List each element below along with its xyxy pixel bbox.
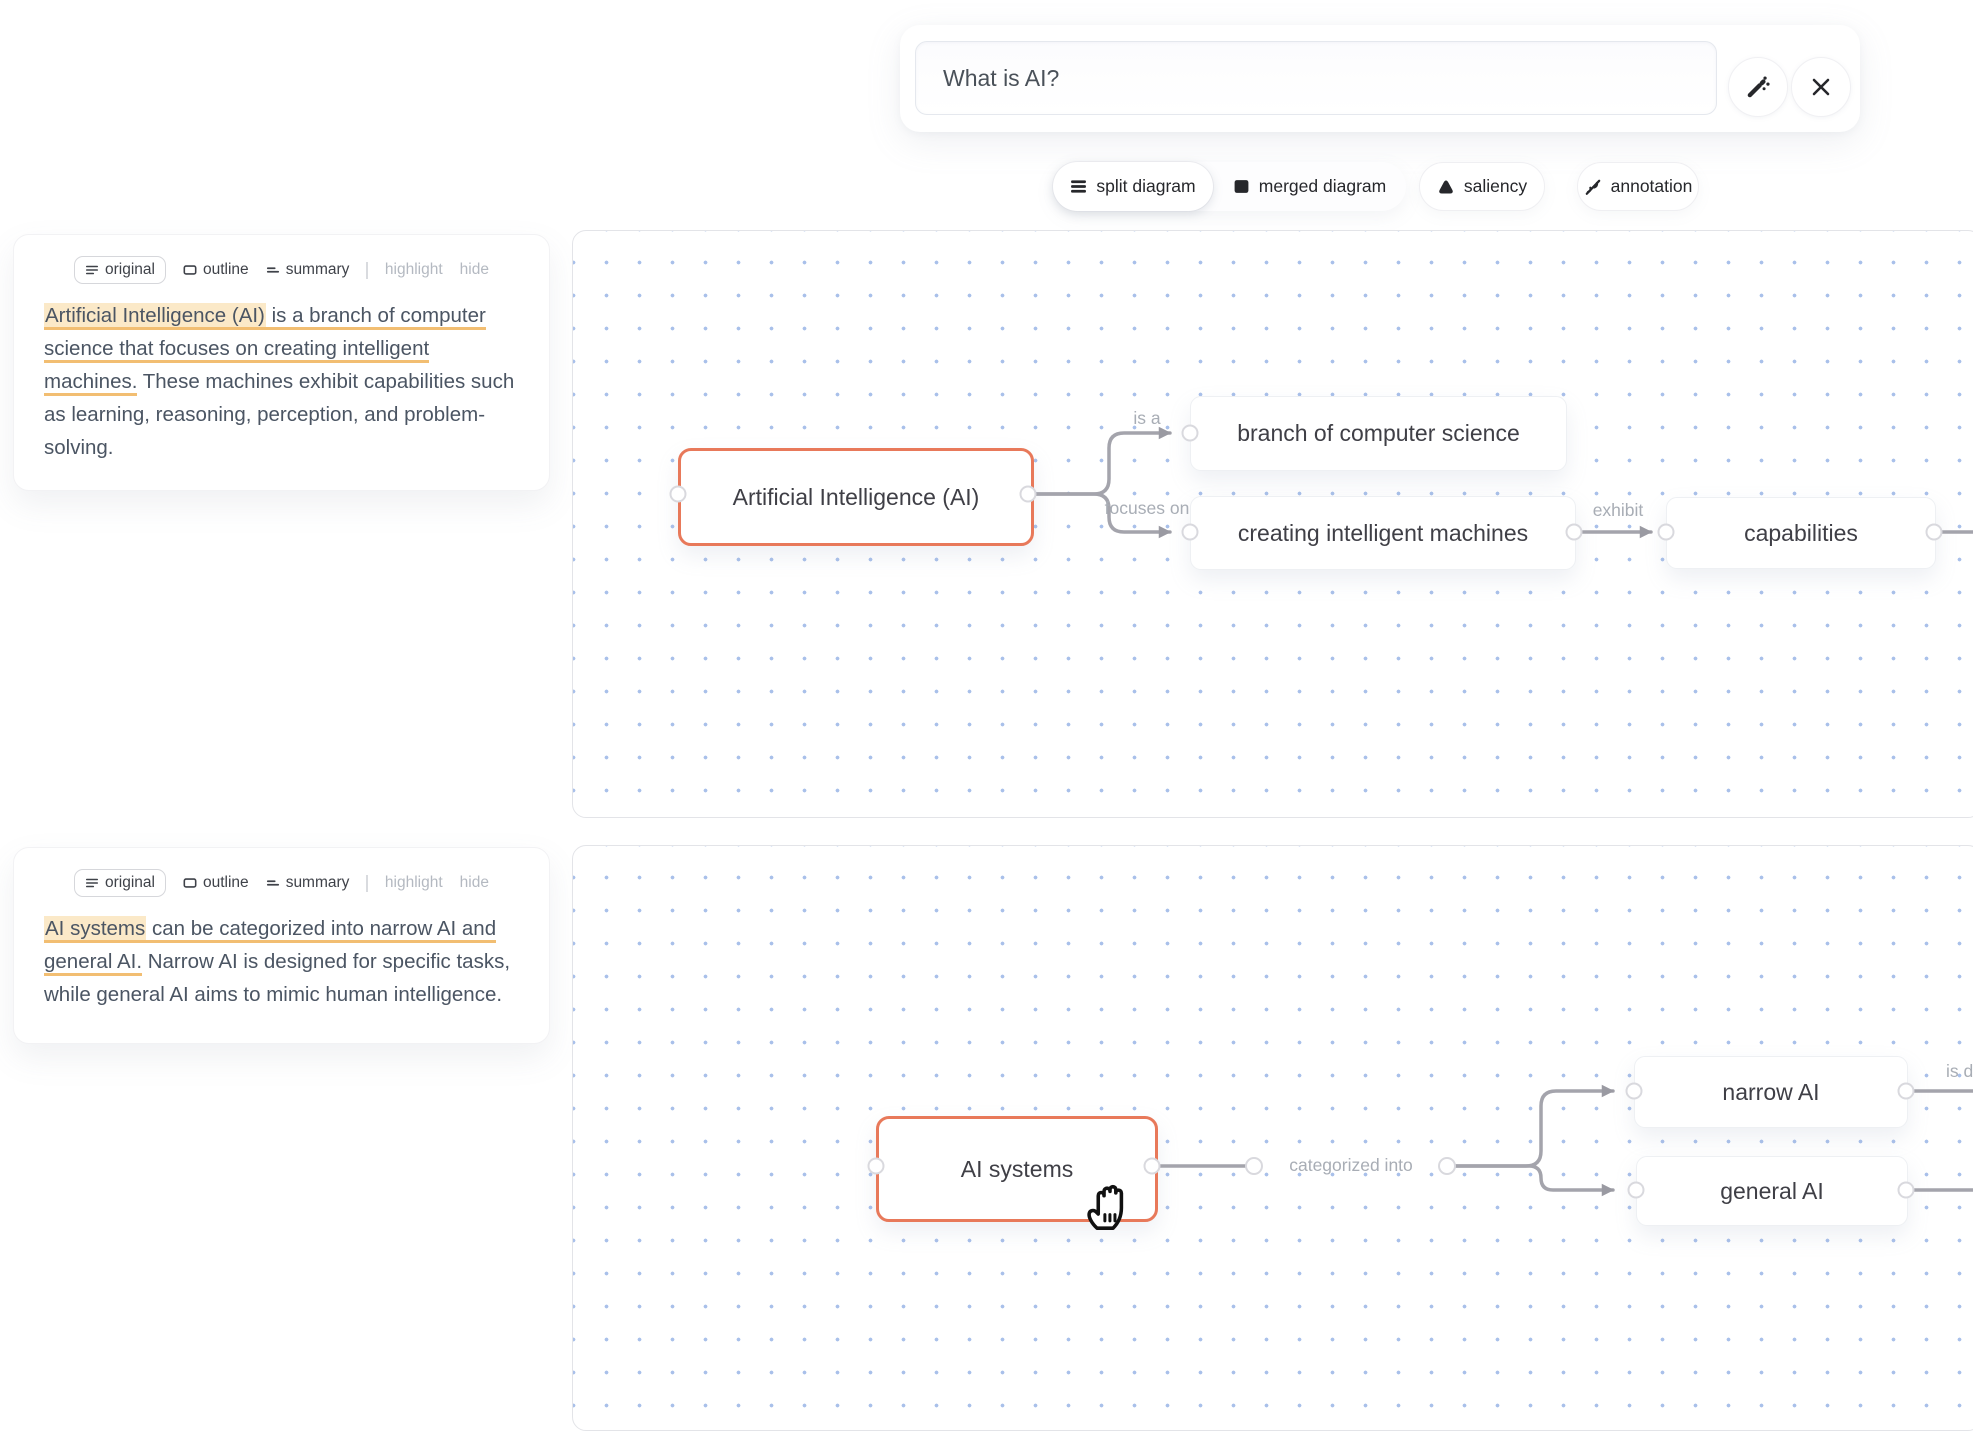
diagram-canvas-1[interactable]: Artificial Intelligence (AI) branch of c…: [572, 230, 1973, 818]
query-card: [900, 25, 1860, 132]
split-diagram-button[interactable]: split diagram: [1053, 162, 1213, 211]
tab-divider: [366, 874, 368, 892]
node-creating-intelligent-machines[interactable]: creating intelligent machines: [1190, 496, 1576, 570]
tab-summary-label: summary: [285, 261, 350, 278]
underlined-phrase[interactable]: is a branch of computer science that foc…: [44, 304, 486, 396]
node-label: AI systems: [960, 1155, 1074, 1182]
edge-label-focuses-on[interactable]: focuses on: [1104, 498, 1190, 518]
tab-highlight-label: highlight: [384, 261, 443, 278]
edges-layer: [867, 1082, 1973, 1199]
diagram-canvas-2[interactable]: AI systems narrow AI general AI: [572, 845, 1973, 1431]
rows-icon: [1071, 180, 1087, 193]
filled-triangle-icon: [1439, 179, 1453, 194]
node-label: general AI: [1720, 1177, 1824, 1204]
close-button[interactable]: [1791, 57, 1851, 117]
highlighted-phrase[interactable]: AI systems: [44, 916, 147, 943]
tab-highlight-label: highlight: [384, 874, 443, 891]
tab-hide-label: hide: [459, 874, 489, 891]
query-input[interactable]: [915, 41, 1717, 115]
grab-hand-cursor: [1078, 1168, 1134, 1243]
tab-summary-label: summary: [285, 874, 350, 891]
highlighted-phrase[interactable]: Artificial Intelligence (AI): [44, 303, 266, 330]
edge-label-is-a[interactable]: is a: [1133, 408, 1161, 428]
node-narrow-ai[interactable]: narrow AI: [1634, 1056, 1908, 1128]
align-left-icon: [85, 265, 99, 275]
tab-hide-label: hide: [459, 261, 489, 278]
tab-original[interactable]: original: [74, 256, 166, 284]
source-paragraph: AI systems can be categorized into narro…: [44, 912, 519, 1011]
tab-outline[interactable]: outline: [183, 261, 249, 279]
magic-wand-button[interactable]: [1728, 57, 1788, 117]
tab-original-label: original: [105, 874, 155, 891]
pen-slash-icon: [1585, 179, 1600, 195]
tab-hide[interactable]: hide: [460, 874, 489, 892]
plain-phrase: Narrow AI is designed for specific tasks…: [44, 950, 511, 1006]
merged-diagram-label: merged diagram: [1258, 176, 1387, 196]
panel-tab-row: original outline summary highlight hide: [14, 235, 549, 284]
edge-label-categorized-into[interactable]: categorized into: [1289, 1155, 1413, 1175]
tab-hide[interactable]: hide: [460, 261, 489, 279]
node-label: branch of computer science: [1237, 420, 1520, 446]
edge-label-exhibit[interactable]: exhibit: [1592, 500, 1644, 520]
filled-square-icon: [1234, 180, 1249, 193]
node-label: creating intelligent machines: [1237, 519, 1529, 546]
node-capabilities[interactable]: capabilities: [1666, 497, 1936, 569]
merged-diagram-button[interactable]: merged diagram: [1213, 162, 1406, 211]
two-lines-icon: [266, 880, 279, 886]
node-general-ai[interactable]: general AI: [1636, 1156, 1908, 1226]
tab-original[interactable]: original: [74, 869, 166, 897]
edge-label-is-d[interactable]: is d: [1946, 1061, 1973, 1081]
source-text-panel-2: original outline summary highlight hide …: [13, 847, 550, 1044]
tab-summary[interactable]: summary: [266, 874, 350, 892]
tab-original-label: original: [105, 261, 155, 278]
plain-phrase: These machines exhibit capabilities such…: [44, 370, 515, 459]
tab-outline-label: outline: [203, 874, 249, 891]
panel-tab-row: original outline summary highlight hide: [14, 848, 549, 897]
saliency-label: saliency: [1463, 176, 1528, 196]
two-lines-icon: [266, 267, 279, 273]
tab-highlight[interactable]: highlight: [385, 874, 443, 892]
align-left-icon: [85, 878, 99, 888]
annotation-button[interactable]: annotation: [1577, 162, 1699, 211]
diagram-mode-toggle: split diagram merged diagram: [1053, 162, 1406, 211]
annotation-label: annotation: [1610, 176, 1693, 196]
node-label: narrow AI: [1722, 1078, 1820, 1105]
tab-divider: [366, 261, 368, 279]
rectangle-outline-icon: [183, 878, 197, 888]
rectangle-outline-icon: [183, 265, 197, 275]
close-icon: [1812, 78, 1830, 96]
node-label: Artificial Intelligence (AI): [732, 483, 980, 510]
magic-wand-icon: [1747, 76, 1770, 98]
tab-outline[interactable]: outline: [183, 874, 249, 892]
source-text-panel-1: original outline summary highlight hide …: [13, 234, 550, 491]
source-paragraph: Artificial Intelligence (AI) is a branch…: [44, 299, 519, 464]
node-label: capabilities: [1744, 519, 1858, 546]
underlined-phrase[interactable]: can be categorized into narrow AI and ge…: [44, 917, 497, 976]
tab-highlight[interactable]: highlight: [385, 261, 443, 279]
saliency-button[interactable]: saliency: [1419, 162, 1545, 211]
node-branch-of-computer-science[interactable]: branch of computer science: [1190, 396, 1567, 471]
split-diagram-label: split diagram: [1096, 176, 1196, 196]
node-artificial-intelligence[interactable]: Artificial Intelligence (AI): [678, 448, 1034, 546]
tab-outline-label: outline: [203, 261, 249, 278]
tab-summary[interactable]: summary: [266, 261, 350, 279]
